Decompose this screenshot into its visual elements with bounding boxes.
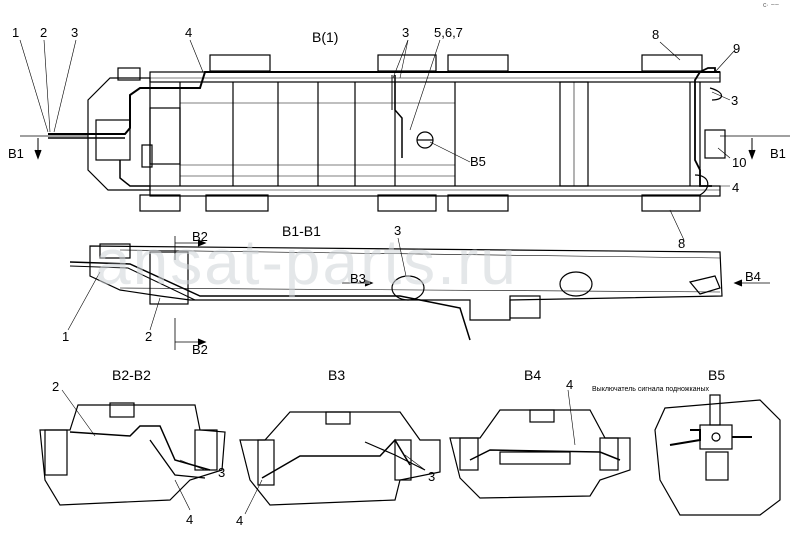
b2-callout-4: 4 bbox=[186, 512, 194, 527]
view-title-b2: B2-B2 bbox=[112, 367, 151, 383]
watermark: ansat-parts.ru bbox=[95, 226, 518, 298]
callout-567: 5,6,7 bbox=[434, 25, 463, 40]
callout-3: 3 bbox=[71, 25, 79, 40]
callout-3c: 3 bbox=[731, 93, 739, 108]
view-title-b5: B5 bbox=[708, 367, 726, 383]
callout-1: 1 bbox=[12, 25, 20, 40]
b2-callout-3: 3 bbox=[218, 465, 226, 480]
callout-2: 2 bbox=[40, 25, 48, 40]
arrow-b4: B4 bbox=[745, 269, 761, 284]
callout-4: 4 bbox=[185, 25, 193, 40]
view-mark-b5: B5 bbox=[470, 154, 486, 169]
arrow-b2-top: B2 bbox=[192, 229, 208, 244]
detail-view-b2 bbox=[39, 389, 226, 511]
view-title-b4: B4 bbox=[524, 367, 542, 383]
detail-view-b3 bbox=[239, 411, 441, 515]
view-title-main: B(1) bbox=[312, 29, 339, 45]
callout-8b: 8 bbox=[678, 236, 686, 251]
arrow-b2-bottom: B2 bbox=[192, 342, 208, 357]
section-mark-left: B1 bbox=[8, 146, 24, 161]
detail-view-b4 bbox=[449, 389, 631, 499]
corner-mark: c· ~~ bbox=[763, 2, 779, 9]
frame-plan-view bbox=[19, 39, 790, 241]
section-mark-right: B1 bbox=[770, 146, 786, 161]
callout-8: 8 bbox=[652, 27, 660, 42]
side-section-view bbox=[67, 236, 770, 350]
section-callout-1: 1 bbox=[62, 329, 70, 344]
callout-10: 10 bbox=[732, 155, 747, 170]
callout-9: 9 bbox=[733, 41, 741, 56]
b3-callout-4: 4 bbox=[236, 513, 244, 528]
callout-3b: 3 bbox=[402, 25, 410, 40]
section-callout-2: 2 bbox=[145, 329, 153, 344]
section-callout-3: 3 bbox=[394, 223, 402, 238]
callout-4b: 4 bbox=[732, 180, 740, 195]
view-title-section: B1-B1 bbox=[282, 223, 321, 239]
b2-callout-2: 2 bbox=[52, 379, 60, 394]
view-title-b3: B3 bbox=[328, 367, 346, 383]
b3-callout-3: 3 bbox=[428, 469, 436, 484]
arrow-b3: B3 bbox=[350, 271, 366, 286]
b4-callout-4: 4 bbox=[566, 377, 574, 392]
b5-note: Выключатель сигнала подножканых bbox=[592, 386, 710, 393]
detail-view-b5 bbox=[654, 394, 781, 516]
